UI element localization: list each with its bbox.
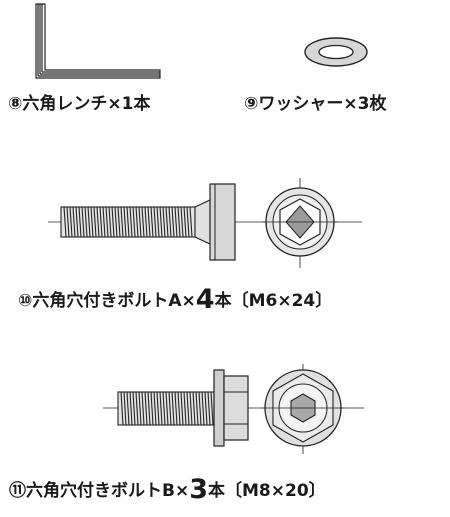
bolt-a-label-post: 本〔M6×24〕 <box>214 291 333 311</box>
thread-ridge <box>168 391 172 426</box>
thread-ridge <box>87 206 91 238</box>
wrench-label: ⑧六角レンチ×1本 <box>8 94 151 114</box>
thread-ridge <box>114 206 118 238</box>
thread-ridge <box>126 391 130 426</box>
thread-ridge <box>198 391 202 426</box>
bolt-b-label: ⑪六角穴付きボルトB×3本〔M8×20〕 <box>9 476 326 503</box>
thread-ridge <box>132 391 136 426</box>
thread-ridge <box>90 206 94 238</box>
thread-ridge <box>63 206 67 238</box>
thread-ridge <box>141 391 145 426</box>
thread-ridge <box>180 206 184 238</box>
thread-ridge <box>99 206 103 238</box>
thread-ridge <box>105 206 109 238</box>
thread-ridge <box>81 206 85 238</box>
bolt-b-qty: 3 <box>189 474 208 505</box>
thread-ridge <box>162 391 166 426</box>
thread-ridge <box>168 206 172 238</box>
thread-ridge <box>174 206 178 238</box>
thread-ridge <box>93 206 97 238</box>
thread-ridge <box>186 391 190 426</box>
thread-ridge <box>189 391 193 426</box>
thread-ridge <box>78 206 82 238</box>
thread-ridge <box>153 391 157 426</box>
thread-ridge <box>165 391 169 426</box>
thread-ridge <box>138 391 142 426</box>
thread-ridge <box>183 206 187 238</box>
thread-ridge <box>102 206 106 238</box>
thread-ridge <box>75 206 79 238</box>
thread-ridge <box>66 206 70 238</box>
thread-ridge <box>153 206 157 238</box>
thread-ridge <box>117 206 121 238</box>
thread-ridge <box>147 206 151 238</box>
thread-ridge <box>135 206 139 238</box>
thread-ridge <box>108 206 112 238</box>
thread-ridge <box>84 206 88 238</box>
thread-ridge <box>171 206 175 238</box>
bolt-b-label-pre: ⑪六角穴付きボルトB× <box>9 481 190 501</box>
thread-ridge <box>129 391 133 426</box>
thread-ridge <box>129 206 133 238</box>
thread-ridge <box>120 391 124 426</box>
thread-ridge <box>69 206 73 238</box>
thread-ridge <box>123 391 127 426</box>
thread-ridge <box>165 206 169 238</box>
thread-ridge <box>132 206 136 238</box>
washer-label: ⑨ワッシャー×3枚 <box>244 94 387 114</box>
bolt-b-label-post: 本〔M8×20〕 <box>208 481 326 501</box>
thread-ridge <box>156 391 160 426</box>
thread-ridge <box>177 391 181 426</box>
thread-ridge <box>210 391 214 426</box>
thread-ridge <box>177 206 181 238</box>
thread-ridge <box>123 206 127 238</box>
thread-ridge <box>156 206 160 238</box>
bolt-a-label: ⑩六角穴付きボルトA×4本〔M6×24〕 <box>18 286 332 313</box>
thread-ridge <box>162 206 166 238</box>
thread-ridge <box>159 391 163 426</box>
thread-ridge <box>183 391 187 426</box>
thread-ridge <box>201 391 205 426</box>
thread-ridge <box>150 391 154 426</box>
thread-ridge <box>111 206 115 238</box>
thread-ridge <box>126 206 130 238</box>
thread-ridge <box>96 206 100 238</box>
thread-ridge <box>141 206 145 238</box>
thread-ridge <box>120 206 124 238</box>
thread-ridge <box>135 391 139 426</box>
thread-ridge <box>174 391 178 426</box>
thread-ridge <box>186 206 190 238</box>
thread-ridge <box>180 391 184 426</box>
thread-ridge <box>144 391 148 426</box>
thread-ridge <box>189 206 193 238</box>
thread-ridge <box>171 391 175 426</box>
thread-ridge <box>147 391 151 426</box>
bolt-a-label-pre: ⑩六角穴付きボルトA× <box>18 291 196 311</box>
bolt-a-qty: 4 <box>195 284 215 315</box>
thread-ridge <box>195 391 199 426</box>
thread-ridge <box>207 391 211 426</box>
thread-ridge <box>72 206 76 238</box>
thread-ridge <box>138 206 142 238</box>
thread-ridge <box>144 206 148 238</box>
thread-ridge <box>150 206 154 238</box>
thread-ridge <box>159 206 163 238</box>
thread-ridge <box>192 391 196 426</box>
thread-ridge <box>204 391 208 426</box>
